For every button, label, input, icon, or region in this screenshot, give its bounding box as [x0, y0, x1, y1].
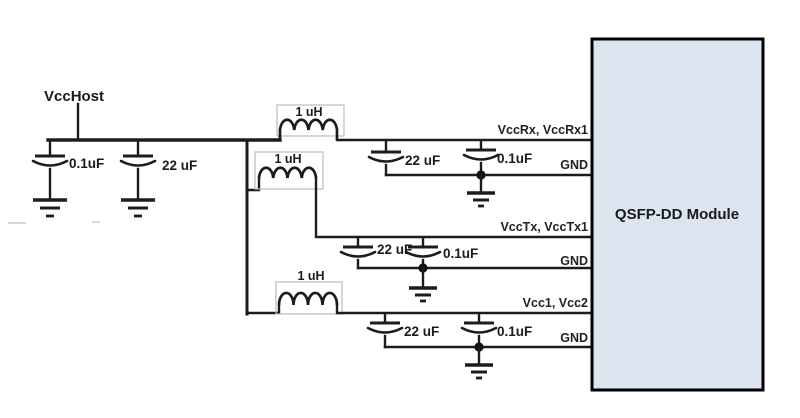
host-supply-section: VccHost 0.1uF 22 uF [8, 88, 282, 316]
capacitor-value-label: 0.1uF [69, 156, 104, 171]
bulk-capacitor-symbol: 22 uF [367, 139, 440, 177]
branch-vcc12: 1 uH 22 uF 0.1uF Vcc1, Vcc2 GND [245, 269, 594, 380]
inductor-value-label: 1 uH [297, 269, 324, 283]
branch-rx: 1 uH 22 uF 0.1uF VccRx, VccRx1 GND [276, 104, 594, 208]
gnd-pin-label: GND [560, 158, 588, 172]
branch-tx: 1 uH 22 uF 0.1uF VccTx, VccTx1 GND [245, 151, 594, 303]
capacitor-value-label: 22 uF [162, 158, 197, 173]
vcc-wire [335, 303, 594, 315]
ground-symbol [465, 345, 493, 380]
vcc-pin-label: VccTx, VccTx1 [500, 220, 588, 234]
capacitor-value-label: 0.1uF [497, 151, 532, 166]
capacitor-curved-plate [31, 159, 69, 167]
capacitor-curved-plate [404, 250, 442, 258]
bypass-capacitor-symbol: 0.1uF [462, 139, 532, 177]
host-bulk-capacitor-symbol: 22 uF [119, 139, 197, 218]
capacitor-curved-plate [339, 250, 377, 258]
inductor-feed-wire [245, 303, 281, 315]
capacitor-curved-plate [462, 153, 500, 161]
capacitor-value-label: 22 uF [377, 242, 412, 257]
vcc-host-label: VccHost [44, 88, 104, 105]
vcc-pin-label: Vcc1, Vcc2 [523, 296, 588, 310]
bypass-capacitor-symbol: 0.1uF [404, 236, 478, 270]
inductor-symbol [257, 166, 318, 179]
vcc-wire [314, 176, 594, 239]
ground-symbol [467, 173, 495, 208]
capacitor-value-label: 0.1uF [443, 246, 478, 261]
capacitor-value-label: 0.1uF [497, 324, 532, 339]
inductor-outline-box [275, 281, 343, 315]
vcc-pin-label: VccRx, VccRx1 [498, 123, 588, 137]
qsfp-dd-module: QSFP-DD Module [590, 37, 765, 392]
inductor-symbol [277, 291, 339, 306]
capacitor-curved-plate [460, 326, 498, 334]
capacitor-curved-plate [367, 155, 405, 163]
inductor-outline-box [254, 151, 324, 190]
ground-symbol [409, 266, 437, 303]
module-title: QSFP-DD Module [615, 206, 739, 223]
capacitor-curved-plate [119, 159, 157, 167]
inductor-outline-box [276, 104, 345, 137]
capacitor-curved-plate [366, 326, 404, 334]
bulk-capacitor-symbol: 22 uF [339, 236, 412, 270]
inductor-symbol [278, 118, 339, 140]
inductor-value-label: 1 uH [274, 152, 301, 166]
capacitor-value-label: 22 uF [404, 324, 439, 339]
gnd-pin-label: GND [560, 254, 588, 268]
bulk-capacitor-symbol: 22 uF [366, 312, 439, 349]
inductor-value-label: 1 uH [295, 105, 322, 119]
capacitor-value-label: 22 uF [405, 153, 440, 168]
inductor-feed-wire [245, 176, 261, 192]
gnd-pin-label: GND [560, 331, 588, 345]
host-bypass-capacitor-symbol: 0.1uF [31, 139, 104, 218]
module-box [590, 37, 765, 392]
bypass-capacitor-symbol: 0.1uF [460, 312, 532, 349]
